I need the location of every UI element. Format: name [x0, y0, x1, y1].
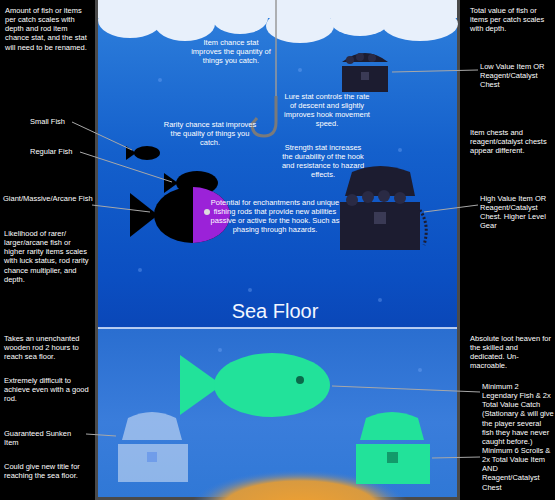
stat-note: Potential for enchantments and unique fi… — [208, 198, 342, 235]
bubble — [158, 78, 162, 82]
annotation: Small Fish — [30, 117, 74, 126]
annotation: Regular Fish — [30, 147, 82, 156]
bubble — [138, 268, 142, 272]
annotation: Item chests and reagent/catalyst chests … — [470, 128, 552, 155]
chest-body — [342, 66, 388, 92]
chest-lock — [147, 452, 157, 462]
chest-loot — [368, 54, 376, 62]
chest-lock — [387, 452, 398, 463]
stat-note: Lure stat controls the rate of descent a… — [281, 92, 373, 129]
cloud — [212, 2, 268, 34]
annotation: Low Value Item OR Reagent/Catalyst Chest — [480, 62, 554, 89]
annotation: Likelihood of rarer/ larger/arcane fish … — [4, 229, 90, 284]
chest-loot — [356, 53, 364, 61]
chest-loot — [346, 194, 358, 206]
chest-loot — [362, 191, 374, 203]
annotation: Absolute loot heaven for the skilled and… — [470, 334, 552, 371]
section-heading: Sea Floor — [200, 300, 350, 322]
bubble — [398, 148, 402, 152]
bubble — [378, 298, 382, 302]
annotation: Takes an unenchanted wooden rod 2 hours … — [4, 334, 90, 361]
chest-loot — [394, 192, 406, 204]
bubble — [418, 368, 422, 372]
fish-eye — [296, 376, 304, 384]
fish-body — [134, 146, 160, 160]
annotation: Giant/Massive/Arcane Fish — [3, 194, 93, 203]
stat-note: Item chance stat improves the quantity o… — [188, 38, 274, 65]
annotation: Minimum 2 Legendary Fish & 2x Total Valu… — [482, 382, 554, 446]
low-value-chest — [342, 53, 388, 92]
chest-lock — [374, 212, 386, 224]
fishing-line — [275, 0, 277, 98]
chest-loot — [346, 56, 354, 64]
annotation: Guaranteed Sunken Item — [4, 429, 84, 447]
legendary-chest — [356, 412, 430, 484]
chest-loot — [378, 190, 390, 202]
chest-body — [118, 444, 188, 482]
bubble — [248, 288, 252, 292]
cloud — [98, 2, 162, 38]
cloud — [382, 7, 458, 41]
annotation: Could give new title for reaching the se… — [4, 462, 90, 480]
fish-eye — [204, 209, 210, 215]
sea-floor-line — [98, 327, 457, 329]
bubble — [218, 348, 222, 352]
fish-body — [214, 353, 330, 417]
stat-note: Strength stat increases the durability o… — [279, 143, 367, 180]
annotation: High Value Item OR Reagent/Catalyst Ches… — [480, 194, 554, 231]
cloud — [330, 4, 390, 36]
annotation: Minimum 6 Scrolls & 2x Total Value Item … — [482, 446, 554, 492]
stat-note: Rarity chance stat improves the quality … — [161, 120, 259, 147]
chest-lock — [361, 72, 369, 80]
chest-body — [340, 202, 420, 250]
annotation: Extremely difficult to achieve even with… — [4, 376, 90, 403]
annotation: Amount of fish or items per catch scales… — [5, 6, 91, 52]
bubble — [298, 68, 302, 72]
annotation: Total value of fish or items per catch s… — [470, 6, 552, 33]
cloud — [155, 7, 215, 41]
chest-body — [356, 444, 430, 484]
